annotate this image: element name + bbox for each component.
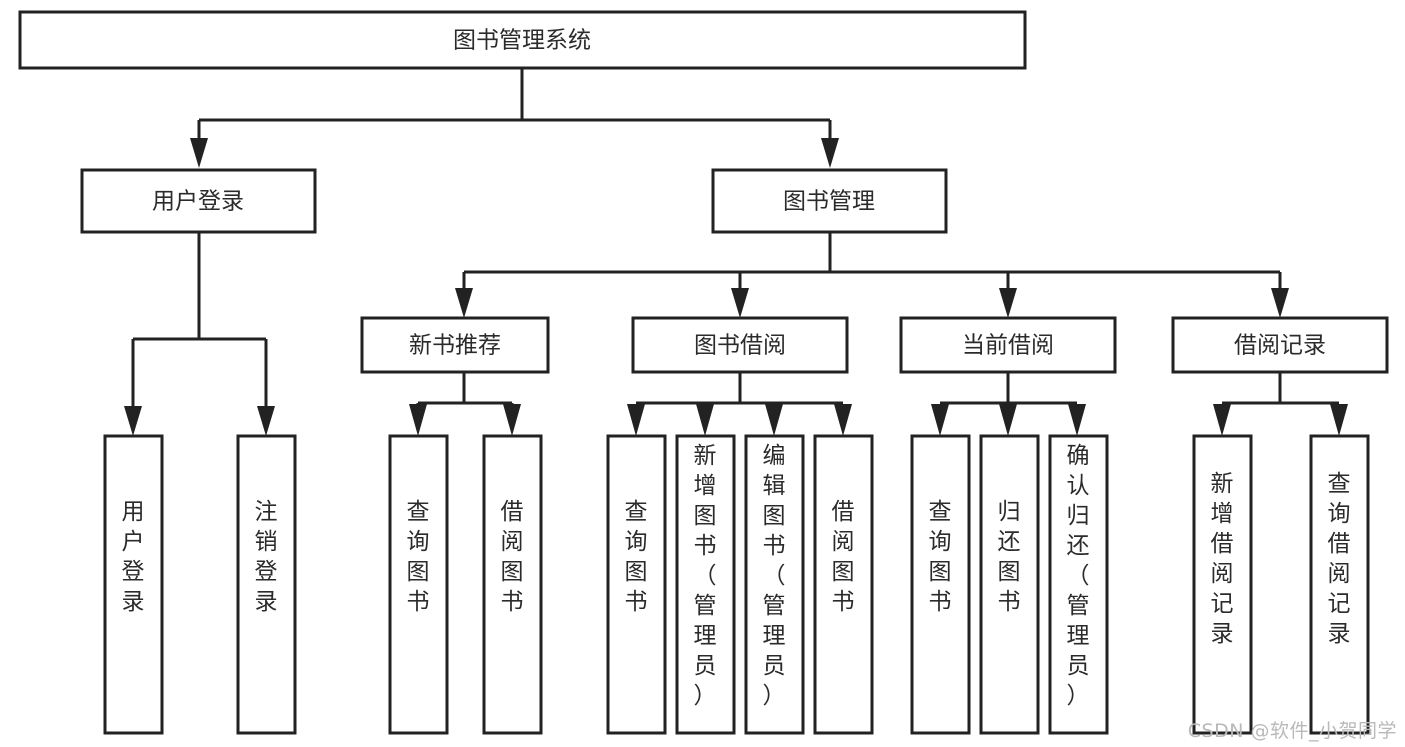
node-new-book-rec-label: 新书推荐 [409,333,501,359]
node-leaf-query-book-1-box[interactable] [388,434,449,735]
node-root-label: 图书管理系统 [453,28,591,54]
connector-group-book-borrow [627,372,852,436]
arrow-head-leaf-borrow-book-1 [503,404,521,436]
node-book-borrow-label: 图书借阅 [694,333,786,359]
node-leaf-add-record[interactable]: 新增借阅记录 [1192,434,1253,735]
arrow-head-leaf-query-record [1330,404,1348,436]
node-root[interactable]: 图书管理系统 [18,10,1027,70]
node-leaf-borrow-book-2[interactable]: 借阅图书 [813,434,874,735]
node-book-borrow[interactable]: 图书借阅 [631,316,849,374]
node-leaf-query-book-2-box[interactable] [606,434,667,735]
arrow-head-book-manage [821,138,839,168]
node-borrow-record-box[interactable] [1171,316,1389,374]
node-leaf-return-book[interactable]: 归还图书 [979,434,1040,735]
node-user-login-box[interactable] [80,168,317,234]
arrow-head-leaf-query-book-1 [409,404,427,436]
node-leaf-borrow-book-1-box[interactable] [482,434,543,735]
node-leaf-edit-book[interactable]: 编辑图书（管理员） [744,434,805,735]
arrow-head-user-login [190,138,208,168]
node-leaf-query-book-3[interactable]: 查询图书 [910,434,971,735]
node-current-borrow-label: 当前借阅 [962,333,1054,359]
node-leaf-query-book-1-label: 查询图书 [407,499,430,615]
node-leaf-query-record[interactable]: 查询借阅记录 [1309,434,1370,735]
node-leaf-query-book-3-label: 查询图书 [929,499,952,615]
node-leaf-add-record-box[interactable] [1192,434,1253,735]
arrow-head-current-borrow [999,288,1017,318]
connector-group-new-book-rec [409,372,521,436]
node-book-manage[interactable]: 图书管理 [711,168,948,234]
node-current-borrow-box[interactable] [899,316,1117,374]
arrow-head-leaf-confirm-return [1068,404,1086,436]
node-user-login[interactable]: 用户登录 [80,168,317,234]
arrow-head-new-book-rec [455,288,473,318]
node-leaf-query-book-2-label: 查询图书 [625,499,648,615]
arrow-head-book-borrow [731,288,749,318]
arrow-head-leaf-query-book-2 [627,404,645,436]
node-leaf-borrow-book-2-box[interactable] [813,434,874,735]
node-leaf-query-record-box[interactable] [1309,434,1370,735]
node-leaf-edit-book-box[interactable] [744,434,805,735]
node-leaf-logout-label: 注销登录 [255,499,278,615]
node-leaf-add-record-label: 新增借阅记录 [1211,471,1234,647]
node-user-login-label: 用户登录 [152,189,244,215]
node-leaf-borrow-book-1[interactable]: 借阅图书 [482,434,543,735]
node-leaf-edit-book-label: 编辑图书（管理员） [763,443,786,709]
node-root-box[interactable] [18,10,1027,70]
node-book-manage-box[interactable] [711,168,948,234]
node-leaf-confirm-return[interactable]: 确认归还（管理员） [1048,434,1109,735]
arrow-head-leaf-logout [257,406,275,436]
node-leaf-query-book-1[interactable]: 查询图书 [388,434,449,735]
node-leaf-query-book-3-box[interactable] [910,434,971,735]
connector-group-borrow-record [1213,372,1348,436]
arrow-head-leaf-add-record [1213,404,1231,436]
node-leaf-borrow-book-1-label: 借阅图书 [501,499,524,615]
node-new-book-rec[interactable]: 新书推荐 [360,316,550,374]
node-leaf-confirm-return-box[interactable] [1048,434,1109,735]
node-borrow-record-label: 借阅记录 [1234,333,1326,359]
node-leaf-logout-box[interactable] [236,434,297,735]
arrow-head-borrow-record [1271,288,1289,318]
arrow-head-leaf-edit-book [765,404,783,436]
node-leaf-add-book-label: 新增图书（管理员） [694,443,717,709]
arrow-head-leaf-return-book [999,404,1017,436]
node-borrow-record[interactable]: 借阅记录 [1171,316,1389,374]
node-leaf-confirm-return-label: 确认归还（管理员） [1067,443,1090,709]
node-leaf-add-book[interactable]: 新增图书（管理员） [675,434,736,735]
node-leaf-borrow-book-2-label: 借阅图书 [832,499,855,615]
node-book-borrow-box[interactable] [631,316,849,374]
node-new-book-rec-box[interactable] [360,316,550,374]
node-leaf-user-login-box[interactable] [103,434,164,735]
node-leaf-return-book-label: 归还图书 [998,499,1021,615]
arrow-head-leaf-borrow-book-2 [834,404,852,436]
arrow-head-leaf-user-login [124,406,142,436]
node-leaf-logout[interactable]: 注销登录 [236,434,297,735]
node-leaf-user-login-label: 用户登录 [122,499,145,615]
node-current-borrow[interactable]: 当前借阅 [899,316,1117,374]
arrow-head-leaf-query-book-3 [931,404,949,436]
connector-group-root [190,68,839,168]
connector-group-book-manage [455,232,1289,318]
node-leaf-return-book-box[interactable] [979,434,1040,735]
node-leaf-query-record-label: 查询借阅记录 [1328,471,1351,647]
arrow-head-leaf-add-book [696,404,714,436]
node-leaf-add-book-box[interactable] [675,434,736,735]
node-leaf-user-login[interactable]: 用户登录 [103,434,164,735]
node-book-manage-label: 图书管理 [783,189,875,215]
node-leaf-query-book-2[interactable]: 查询图书 [606,434,667,735]
csdn-watermark: CSDN @软件_小贺同学 [1187,720,1397,742]
connector-group-current-borrow [931,372,1086,436]
connector-group-user-login [124,232,275,436]
